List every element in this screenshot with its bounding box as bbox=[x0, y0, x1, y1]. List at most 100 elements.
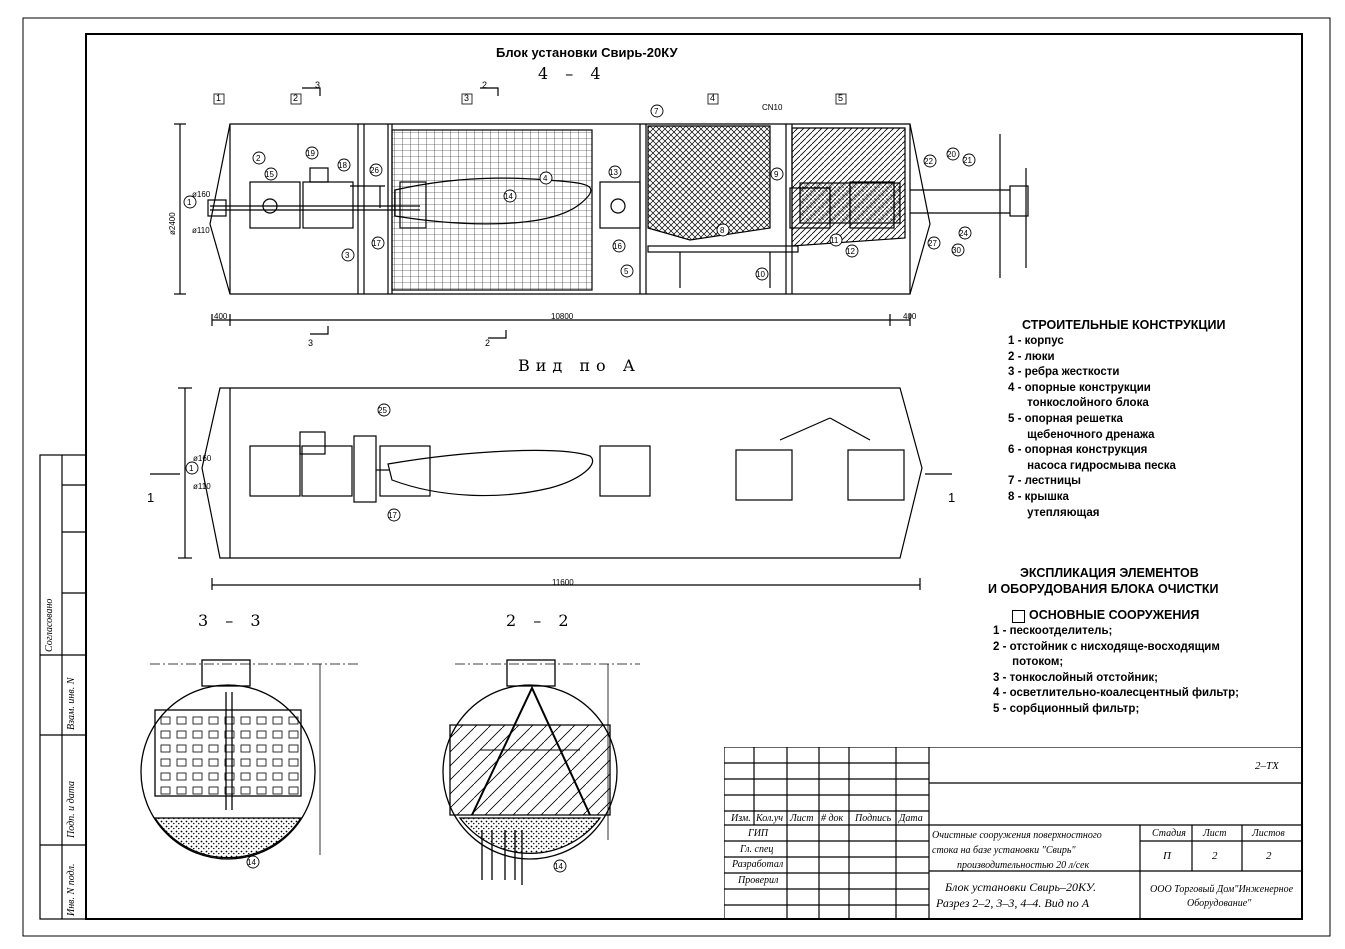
svg-text:24: 24 bbox=[959, 229, 968, 238]
legend-structures-item: 4 - опорные конструкции bbox=[1008, 381, 1151, 394]
zone-label-3: 3 bbox=[464, 93, 470, 103]
legend-structures-heading: СТРОИТЕЛЬНЫЕ КОНСТРУКЦИИ bbox=[1022, 318, 1226, 332]
legend-structures-item: 3 - ребра жесткости bbox=[1008, 366, 1120, 379]
col-ndok: # док bbox=[821, 813, 844, 824]
legend-equipment-heading-1: ЭКСПЛИКАЦИЯ ЭЛЕМЕНТОВ bbox=[1020, 566, 1199, 580]
svg-text:9: 9 bbox=[774, 170, 779, 179]
dim-diam-2400-top: ø2400 bbox=[168, 212, 177, 235]
cross-sections-drawing: 14 14 bbox=[140, 659, 640, 885]
legend-equipment-item: 1 - пескоотделитель; bbox=[993, 625, 1113, 637]
dim-length-10800: 10800 bbox=[551, 312, 574, 321]
side-sign-date-label: Подп. и дата bbox=[66, 780, 77, 838]
legend-structures-item: насоса гидросмыва песка bbox=[1008, 459, 1176, 472]
legend-equipment-subheading: ОСНОВНЫЕ СООРУЖЕНИЯ bbox=[1029, 608, 1200, 622]
drawing-code: 2–ТХ bbox=[1255, 760, 1279, 772]
col-data: Дата bbox=[899, 813, 923, 824]
side-inv-orig-label: Инв. N подл. bbox=[66, 863, 77, 916]
cn10-label: CN10 bbox=[762, 103, 783, 112]
legend-equipment-item: потоком; bbox=[993, 656, 1064, 669]
svg-text:2: 2 bbox=[256, 154, 261, 163]
d110-label-top: ø110 bbox=[192, 226, 210, 235]
legend-equipment-item: 2 - отстойник с нисходяще-восходящим bbox=[993, 640, 1220, 653]
svg-text:1: 1 bbox=[187, 198, 192, 207]
dim-length-11600: 11600 bbox=[552, 578, 574, 587]
cut-mark-3-bottom: 3 bbox=[308, 338, 314, 348]
drawing-title: Блок установки Свирь-20КУ bbox=[496, 45, 678, 60]
sheet-title-line-2: Разрез 2–2, 3–3, 4–4. Вид по А bbox=[936, 896, 1090, 910]
svg-text:3: 3 bbox=[345, 251, 350, 260]
row-gip: ГИП bbox=[748, 828, 769, 839]
d160-label-view-a: ø160 bbox=[193, 454, 212, 463]
svg-text:15: 15 bbox=[265, 170, 274, 179]
svg-text:27: 27 bbox=[928, 239, 937, 248]
description-line-1: Очистные сооружения поверхностного bbox=[932, 830, 1102, 841]
svg-text:30: 30 bbox=[952, 246, 961, 255]
val-stadia: П bbox=[1163, 850, 1171, 862]
svg-text:14: 14 bbox=[554, 862, 563, 871]
zone-label-4: 4 bbox=[710, 93, 716, 103]
organization-line-2: Оборудование" bbox=[1187, 898, 1252, 909]
svg-text:4: 4 bbox=[543, 174, 548, 183]
section-4-4-drawing: 2 19 18 26 15 14 4 13 7 9 8 5 10 16 3 17… bbox=[174, 87, 1029, 339]
svg-text:26: 26 bbox=[370, 166, 379, 175]
d160-label-top: ø160 bbox=[192, 190, 211, 199]
zone-label-5: 5 bbox=[838, 93, 844, 103]
section-2-2-label: 2 – 2 bbox=[506, 611, 575, 630]
legend-equipment-item: 3 - тонкослойный отстойник; bbox=[993, 671, 1159, 684]
svg-text:13: 13 bbox=[609, 168, 618, 177]
svg-text:20: 20 bbox=[947, 150, 956, 159]
svg-text:17: 17 bbox=[372, 239, 381, 248]
row-razrab: Разработал bbox=[732, 859, 784, 870]
svg-text:22: 22 bbox=[924, 157, 933, 166]
view-a-drawing: 25 17 1 bbox=[150, 387, 952, 590]
legend-structures-item: утепляющая bbox=[1008, 506, 1100, 519]
section-3-3-label: 3 – 3 bbox=[198, 611, 267, 630]
legend-structures-item: тонкослойного блока bbox=[1008, 397, 1149, 410]
d110-label-view-a: ø110 bbox=[193, 482, 211, 491]
legend-equipment-list: 1 - пескоотделитель; 2 - отстойник с нис… bbox=[993, 624, 1239, 718]
legend-structures-item: 2 - люки bbox=[1008, 350, 1055, 363]
legend-structures-item: щебеночного дренажа bbox=[1008, 428, 1155, 441]
col-list: Лист bbox=[790, 813, 814, 824]
side-inv-no-label: Взам. инв. N bbox=[66, 677, 77, 730]
view-a-label: Вид по А bbox=[518, 356, 641, 375]
svg-text:19: 19 bbox=[306, 149, 315, 158]
col-izm: Изм. bbox=[731, 813, 751, 824]
svg-text:25: 25 bbox=[378, 406, 387, 415]
svg-text:11: 11 bbox=[830, 236, 839, 245]
legend-equipment-item: 4 - осветлительно-коалесцентный фильтр; bbox=[993, 687, 1239, 700]
legend-structures-item: 8 - крышка bbox=[1008, 490, 1069, 503]
svg-text:21: 21 bbox=[963, 156, 972, 165]
dim-right-400: 400 bbox=[903, 312, 917, 321]
legend-equipment-heading-2: И ОБОРУДОВАНИЯ БЛОКА ОЧИСТКИ bbox=[988, 582, 1219, 596]
dim-left-400: 400 bbox=[214, 312, 228, 321]
side-agreed-label: Согласовано bbox=[44, 598, 55, 652]
organization-line-1: ООО Торговый Дом"Инженерное bbox=[1150, 884, 1294, 895]
legend-structures-list: 1 - корпус 2 - люки 3 - ребра жесткости … bbox=[1008, 334, 1176, 521]
cut-mark-2-top: 2 bbox=[482, 80, 488, 90]
svg-text:16: 16 bbox=[613, 242, 622, 251]
svg-text:14: 14 bbox=[247, 858, 256, 867]
row-glspec: Гл. спец bbox=[740, 844, 774, 855]
cut-mark-1-right: 1 bbox=[948, 490, 956, 505]
legend-structures-item: 7 - лестницы bbox=[1008, 475, 1081, 488]
hdr-listov: Листов bbox=[1252, 828, 1285, 839]
title-block-grid bbox=[724, 747, 1302, 919]
svg-text:5: 5 bbox=[624, 267, 629, 276]
side-stamp-grid bbox=[39, 454, 87, 920]
legend-structures-item: 1 - корпус bbox=[1008, 335, 1064, 347]
zone-label-2: 2 bbox=[293, 93, 299, 103]
svg-text:7: 7 bbox=[654, 107, 659, 116]
section-4-4-label: 4 – 4 bbox=[538, 64, 607, 83]
col-koluch: Кол.уч bbox=[756, 813, 784, 824]
checkbox-icon bbox=[1012, 610, 1025, 623]
legend-structures-item: 5 - опорная решетка bbox=[1008, 412, 1123, 425]
val-listov: 2 bbox=[1266, 850, 1272, 862]
sheet-title-line-1: Блок установки Свирь–20КУ. bbox=[945, 880, 1097, 894]
hdr-stadia: Стадия bbox=[1152, 828, 1186, 839]
legend-equipment-item: 5 - сорбционный фильтр; bbox=[993, 702, 1140, 715]
svg-text:17: 17 bbox=[388, 511, 397, 520]
cut-mark-3-top: 3 bbox=[315, 80, 321, 90]
row-prov: Проверил bbox=[738, 875, 779, 886]
zone-label-1: 1 bbox=[216, 93, 222, 103]
